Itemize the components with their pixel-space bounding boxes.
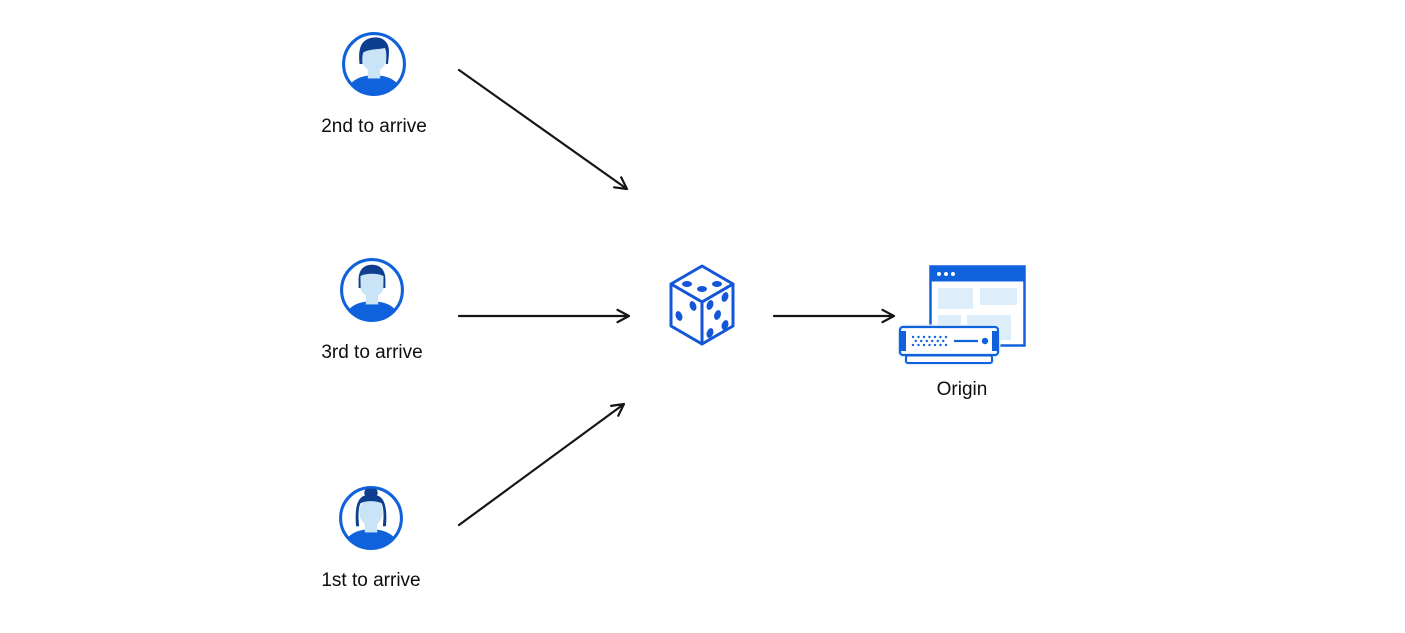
server-icon [897, 324, 1001, 365]
user-label-2nd: 2nd to arrive [321, 116, 427, 137]
arrow-selector-to-origin [772, 308, 896, 324]
user-label-3rd: 3rd to arrive [321, 342, 423, 363]
user-avatar-icon [340, 258, 404, 322]
user-avatar-icon [339, 486, 403, 550]
arrow-user-3rd-to-selector [457, 308, 631, 324]
arrow-user-1st-to-selector [457, 402, 626, 527]
dice-icon [669, 264, 735, 346]
origin-node [896, 262, 1028, 366]
user-label-1st: 1st to arrive [321, 570, 421, 591]
origin-server-browser-icon [897, 265, 1026, 365]
user-node-2nd: 2nd to arrive [308, 31, 440, 138]
browser-window-icon [929, 265, 1026, 347]
origin-label: Origin [936, 379, 988, 400]
random-selector-node [666, 263, 738, 349]
dice-pips [675, 281, 729, 338]
user-node-1st: 1st to arrive [305, 485, 437, 592]
user-node-3rd: 3rd to arrive [306, 257, 438, 364]
arrow-user-2nd-to-selector [457, 68, 629, 191]
user-avatar-icon [342, 32, 406, 96]
